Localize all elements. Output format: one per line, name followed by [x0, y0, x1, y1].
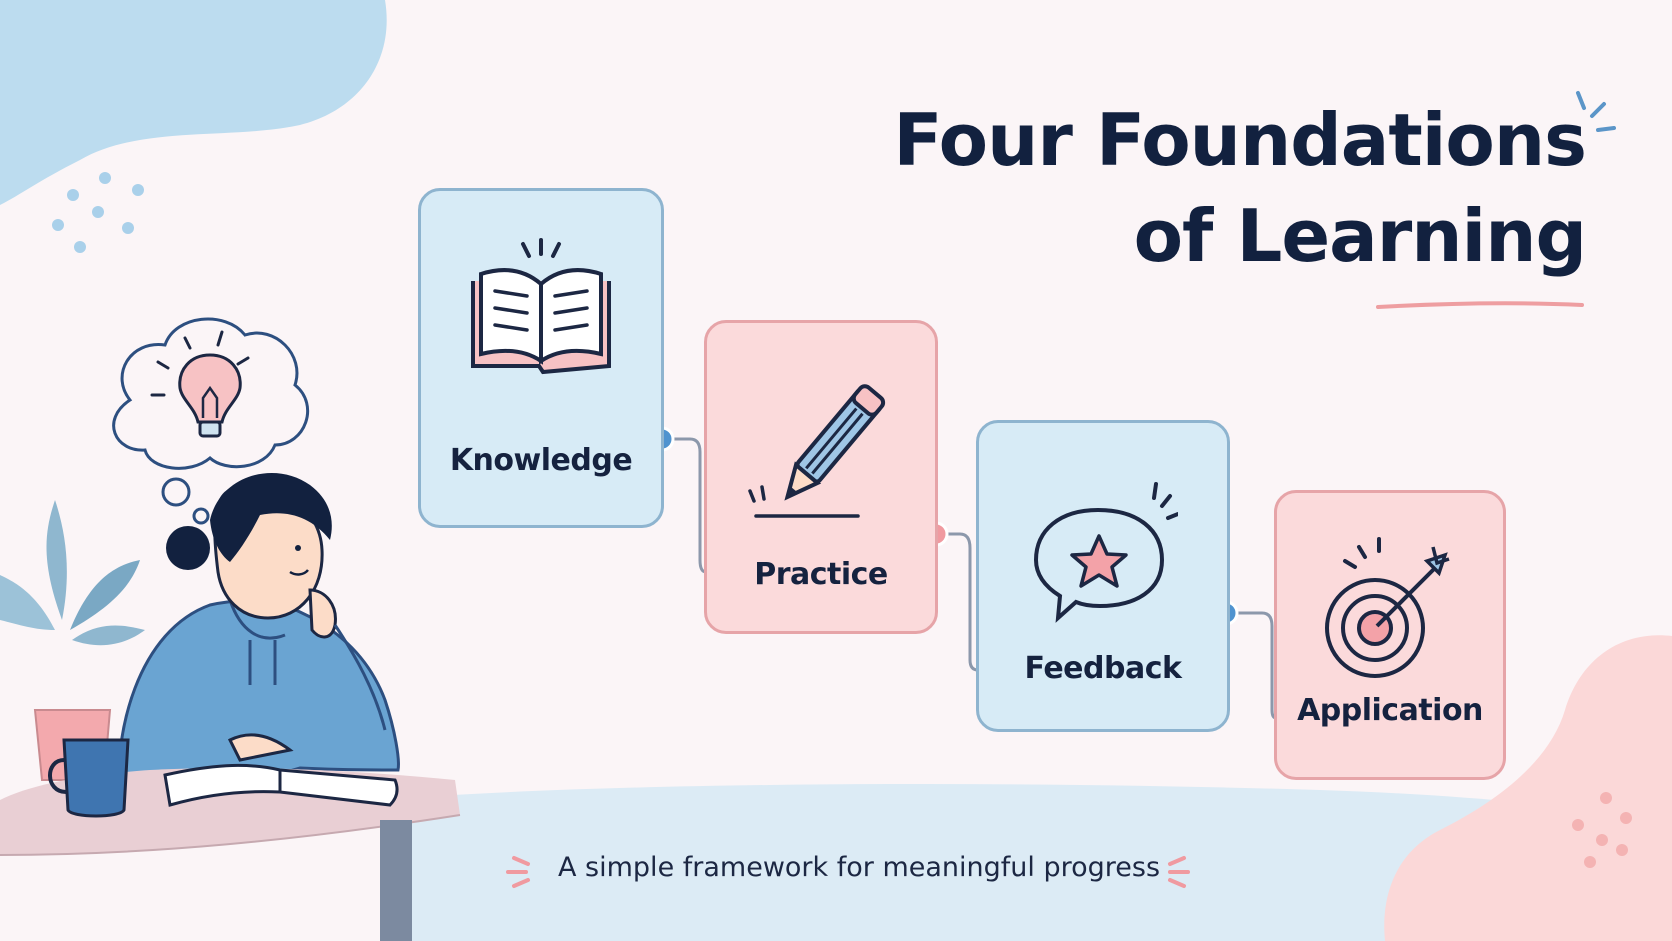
card-practice: Practice — [704, 320, 938, 634]
title-line-2: of Learning — [1133, 194, 1587, 278]
card-label: Knowledge — [449, 443, 633, 478]
card-application: Application — [1274, 490, 1506, 780]
page-title: Four Foundations of Learning — [893, 92, 1587, 284]
open-book-icon — [471, 238, 611, 375]
student-illustration — [0, 317, 461, 941]
card-feedback: Feedback — [976, 420, 1230, 732]
subtitle: A simple framework for meaningful progre… — [558, 852, 1161, 883]
card-label: Practice — [754, 557, 888, 592]
title-line-1: Four Foundations — [893, 98, 1587, 182]
pencil-icon — [748, 384, 886, 518]
card-label: Application — [1297, 693, 1483, 728]
speech-bubble-star-icon — [1033, 482, 1178, 623]
target-arrow-icon — [1325, 537, 1450, 678]
card-knowledge: Knowledge — [418, 188, 664, 528]
card-label: Feedback — [1024, 651, 1182, 686]
